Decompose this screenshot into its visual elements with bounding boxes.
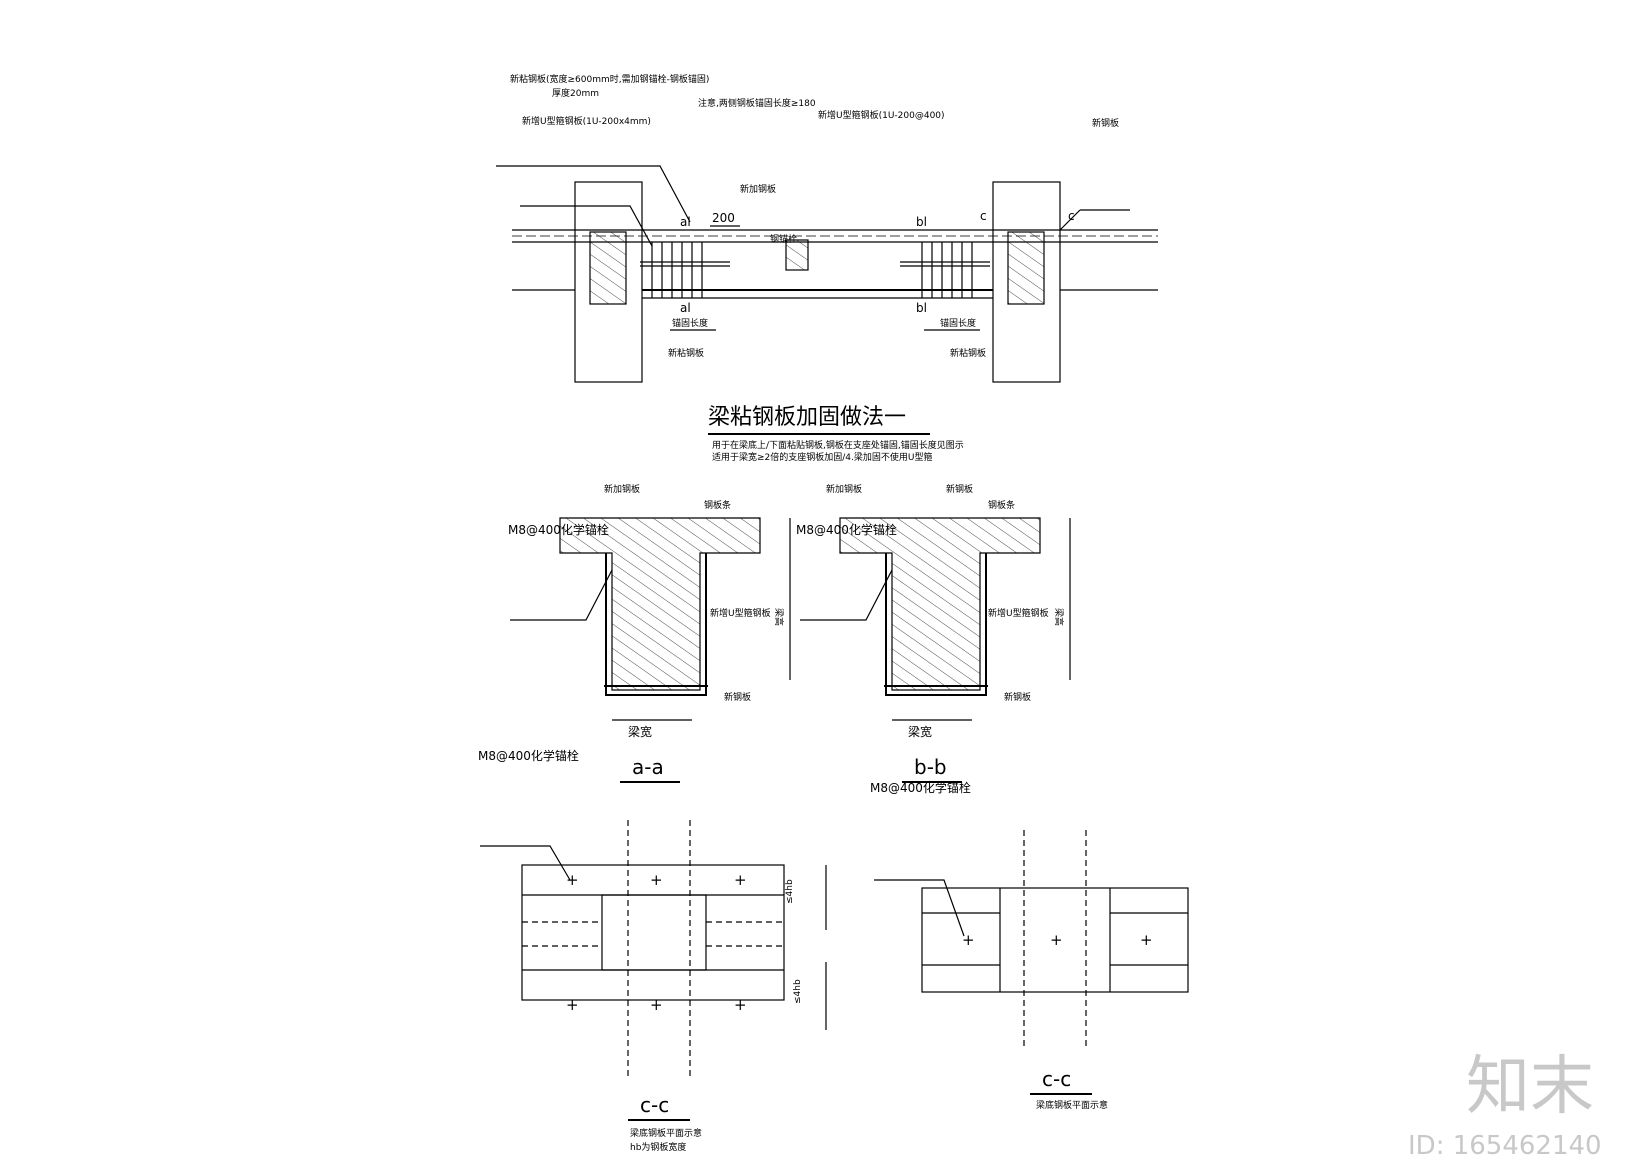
bb-u-hoop: [885, 553, 987, 696]
label-bl-bottom: bl: [916, 301, 927, 315]
cc2-label: c-c: [1042, 1067, 1071, 1091]
label-al-top: al: [680, 215, 691, 229]
bb-note-slab: 钢板条: [988, 499, 1015, 511]
label-c1: c: [980, 209, 987, 223]
bb-note-u: 新增U型箍钢板: [988, 607, 1049, 619]
note-top-left-2: 厚度20mm: [552, 87, 599, 99]
label-c2: c: [1068, 209, 1075, 223]
aa-u-hoop: [605, 553, 707, 696]
bb-note-top-plate: 新钢板: [946, 483, 973, 495]
aa-note-u: 新增U型箍钢板: [710, 607, 771, 619]
note-u-right: 新增U型箍钢板(1U-200@400): [818, 109, 945, 121]
mid-anchor-block: [785, 239, 809, 271]
label-bl-top: bl: [916, 215, 927, 229]
svg-text:+: +: [734, 871, 747, 889]
svg-text:+: +: [1050, 931, 1063, 949]
u-hoops-right: [900, 242, 990, 298]
watermark-logo: 知末: [1466, 1050, 1594, 1124]
aa-beam-width: 梁宽: [628, 724, 652, 739]
svg-text:+: +: [1140, 931, 1153, 949]
label-steel-right: 新粘钢板: [950, 347, 986, 359]
aa-note-bottom-plate: 新钢板: [724, 691, 751, 703]
label-mid-a: 新加钢板: [740, 183, 776, 195]
cc2-note-1: 梁底钢板平面示意: [1036, 1099, 1108, 1111]
cc1-note-1: 梁底钢板平面示意: [630, 1127, 702, 1139]
note-top-left-1: 新粘钢板(宽度≥600mm时,需加钢锚栓-钢板锚固): [510, 73, 709, 85]
title-note-1: 用于在梁底上/下面粘贴钢板,钢板在支座处锚固,锚固长度见图示: [712, 439, 964, 451]
aa-note-new-plate: 新加钢板: [604, 483, 640, 495]
plan-cc-2: + + + c-c 梁底钢板平面示意: [874, 830, 1189, 1111]
aa-beam-height: 梁高: [773, 608, 785, 626]
note-far-right: 新钢板: [1092, 117, 1119, 129]
column-left-core: [589, 231, 627, 305]
svg-text:+: +: [566, 996, 579, 1014]
svg-text:+: +: [962, 931, 975, 949]
label-200: 200: [712, 211, 735, 225]
aa-anchor-bottom: M8@400化学锚栓: [478, 748, 579, 763]
main-title: 梁粘钢板加固做法一: [708, 405, 906, 430]
beam-elevation: 新粘钢板(宽度≥600mm时,需加钢锚栓-钢板锚固) 厚度20mm 注意,两侧钢…: [496, 73, 1158, 383]
note-u-left: 新增U型箍钢板(1U-200x4mm): [522, 115, 651, 127]
column-left: [574, 181, 643, 383]
title-note-2: 适用于梁宽≥2倍的支座钢板加固/4.梁加固不使用U型箍: [712, 451, 932, 463]
label-anchor-left: 锚固长度: [672, 317, 708, 329]
label-mid-b: 钢锚栓: [770, 233, 797, 245]
svg-text:+: +: [566, 871, 579, 889]
cc1-note-2: hb为钢板宽度: [630, 1141, 686, 1153]
bb-note-bottom-plate: 新钢板: [1004, 691, 1031, 703]
column-right: [992, 181, 1061, 383]
watermark-id: ID: 165462140: [1408, 1131, 1602, 1161]
plan-cc-1: + + + + + + ≤4hb ≤4hb c-c 梁底钢板平面示意 hb为钢板…: [480, 820, 827, 1153]
svg-text:+: +: [734, 996, 747, 1014]
bb-beam-height: 梁高: [1053, 608, 1065, 626]
bb-label: b-b: [914, 755, 947, 779]
section-bb: 梁宽 梁高 M8@400化学锚栓 M8@400化学锚栓 新加钢板 新钢板 钢板条…: [796, 483, 1071, 795]
aa-concrete: [559, 517, 761, 691]
leader-top-left: [496, 165, 691, 223]
bb-anchor-bottom: M8@400化学锚栓: [870, 780, 971, 795]
bb-anchor-top: M8@400化学锚栓: [796, 522, 897, 537]
bb-beam-width: 梁宽: [908, 724, 932, 739]
note-center: 注意,两侧钢板锚固长度≥180: [698, 97, 816, 109]
section-aa: 梁宽 梁高 M8@400化学锚栓 M8@400化学锚栓 新加钢板 钢板条 新增U…: [478, 483, 791, 783]
aa-anchor-top: M8@400化学锚栓: [508, 522, 609, 537]
bb-note-new-plate: 新加钢板: [826, 483, 862, 495]
svg-text:+: +: [650, 871, 663, 889]
u-hoops-left: [640, 242, 730, 298]
cc1-label: c-c: [640, 1093, 669, 1117]
label-anchor-right: 锚固长度: [940, 317, 976, 329]
cc1-dim-top: ≤4hb: [785, 879, 795, 904]
label-steel-left: 新粘钢板: [668, 347, 704, 359]
bb-concrete: [839, 517, 1041, 691]
aa-note-slab: 钢板条: [704, 499, 731, 511]
label-al-bottom: al: [680, 301, 691, 315]
aa-label: a-a: [632, 755, 664, 779]
cc1-dim-bottom: ≤4hb: [793, 979, 803, 1004]
svg-text:+: +: [650, 996, 663, 1014]
column-right-core: [1007, 231, 1045, 305]
